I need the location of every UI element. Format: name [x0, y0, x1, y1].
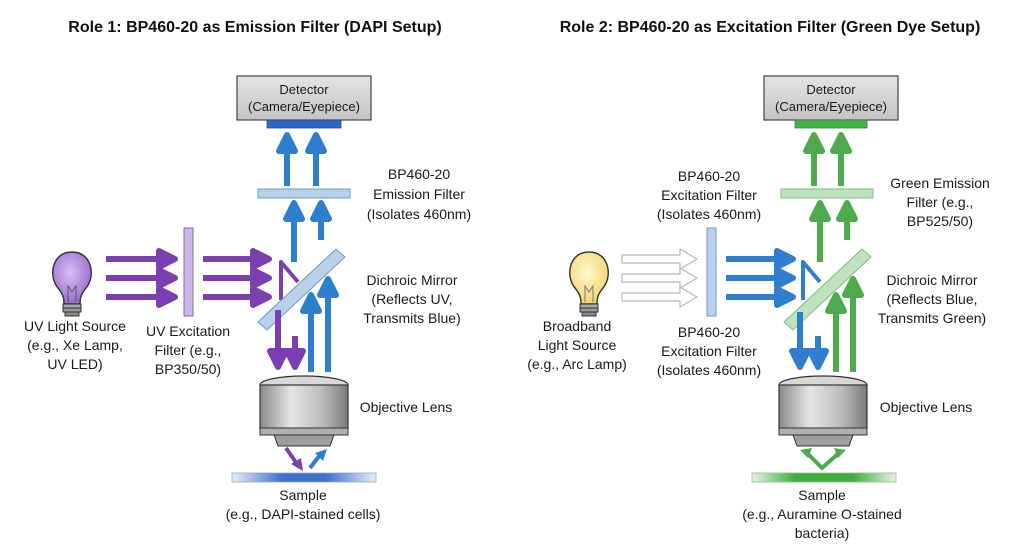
sample-1-sublabel: (e.g., DAPI-stained cells): [226, 506, 381, 522]
green-arrowhead-left-2: [800, 448, 812, 458]
svg-text:Dichroic Mirror: Dichroic Mirror: [887, 272, 978, 288]
detector-1-sublabel: (Camera/Eyepiece): [248, 99, 360, 114]
svg-text:Emission Filter: Emission Filter: [373, 186, 465, 202]
green-arrowhead-right-2: [834, 448, 846, 458]
blue-arrow-from-sample-1: [308, 453, 322, 470]
panel-role-2: Role 2: BP460-20 as Excitation Filter (G…: [527, 19, 990, 541]
blue-arrow-from-sample-head-1: [315, 449, 327, 461]
uv-light-bulb-icon: [52, 251, 92, 317]
broadband-light-source-label: Broadband Light Source (e.g., Arc Lamp): [527, 318, 627, 372]
green-emission-arrows-lower-2: [825, 276, 864, 372]
svg-text:Light Source: Light Source: [538, 337, 617, 353]
green-emission-arrows-middle-2: [809, 200, 858, 262]
svg-text:(e.g., Arc Lamp): (e.g., Arc Lamp): [527, 356, 627, 372]
panel-1-title: Role 1: BP460-20 as Emission Filter (DAP…: [68, 19, 441, 36]
panel-role-1: Role 1: BP460-20 as Emission Filter (DAP…: [24, 19, 471, 522]
uv-excitation-filter-label: UV Excitation Filter (e.g., BP350/50): [146, 323, 230, 377]
uv-reflection-marker: [279, 260, 300, 300]
svg-text:(Reflects UV,: (Reflects UV,: [371, 291, 452, 307]
emission-filter-1-label: BP460-20 Emission Filter (Isolates 460nm…: [367, 166, 471, 222]
white-light-arrows-2: [621, 248, 698, 308]
objective-lens-1-label: Objective Lens: [360, 399, 453, 415]
sample-slide-2: [751, 472, 897, 483]
panel-2-title: Role 2: BP460-20 as Excitation Filter (G…: [560, 19, 981, 36]
sample-2-label: Sample: [798, 487, 846, 503]
detector-1-label: Detector: [279, 82, 329, 97]
svg-text:Transmits Blue): Transmits Blue): [363, 310, 461, 326]
svg-text:Excitation Filter: Excitation Filter: [661, 343, 757, 359]
dichroic-mirror-2-label: Dichroic Mirror (Reflects Blue, Transmit…: [878, 272, 986, 326]
svg-text:BP460-20: BP460-20: [678, 168, 740, 184]
green-emission-arrows-upper-2: [803, 132, 852, 186]
green-arrows-from-sample-2: [804, 450, 842, 470]
broadband-light-bulb-icon: [569, 251, 609, 317]
green-emission-filter: [780, 188, 874, 199]
excitation-filter-bottom-label: BP460-20 Excitation Filter (Isolates 460…: [657, 324, 761, 378]
svg-text:Filter (e.g.,: Filter (e.g.,: [155, 342, 222, 358]
uv-arrow-to-sample-1: [284, 446, 299, 466]
detector-1: Detector (Camera/Eyepiece): [236, 75, 372, 129]
sample-slide-1: [231, 472, 377, 483]
green-emission-filter-label: Green Emission Filter (e.g., BP525/50): [890, 175, 990, 229]
uv-arrow-to-sample-head-1: [291, 458, 303, 471]
svg-text:BP460-20: BP460-20: [678, 324, 740, 340]
blue-emission-arrows-lower-1: [300, 276, 339, 372]
uv-excitation-arrows-right-1: [203, 248, 272, 308]
svg-text:UV LED): UV LED): [47, 356, 102, 372]
sample-2-sublabel-2: bacteria): [795, 525, 849, 541]
svg-text:(Isolates 460nm): (Isolates 460nm): [657, 206, 761, 222]
svg-text:Dichroic Mirror: Dichroic Mirror: [367, 272, 458, 288]
svg-text:UV Excitation: UV Excitation: [146, 323, 230, 339]
sample-2-sublabel: (e.g., Auramine O-stained: [742, 506, 902, 522]
svg-text:Green Emission: Green Emission: [890, 175, 990, 191]
blue-emission-arrows-middle-1: [283, 200, 332, 262]
uv-excitation-arrows-down-1: [267, 310, 306, 370]
svg-text:Transmits Green): Transmits Green): [878, 310, 986, 326]
detector-2-label: Detector: [806, 82, 856, 97]
svg-text:(Isolates 460nm): (Isolates 460nm): [657, 362, 761, 378]
svg-text:BP350/50): BP350/50): [155, 361, 221, 377]
dichroic-mirror-1: [257, 248, 346, 331]
svg-text:(Reflects Blue,: (Reflects Blue,: [886, 291, 977, 307]
blue-reflection-marker: [801, 260, 822, 300]
uv-excitation-filter: [183, 227, 194, 317]
svg-text:(e.g., Xe Lamp,: (e.g., Xe Lamp,: [27, 337, 123, 353]
svg-text:BP525/50): BP525/50): [907, 213, 973, 229]
objective-lens-2: [778, 375, 868, 447]
svg-text:Filter (e.g.,: Filter (e.g.,: [907, 194, 974, 210]
sample-1-label: Sample: [279, 487, 327, 503]
detector-2-sublabel: (Camera/Eyepiece): [775, 99, 887, 114]
svg-text:BP460-20: BP460-20: [388, 166, 450, 182]
detector-2: Detector (Camera/Eyepiece): [763, 75, 899, 129]
uv-light-source-label: UV Light Source (e.g., Xe Lamp, UV LED): [24, 318, 126, 372]
uv-excitation-arrows-left-1: [106, 248, 178, 308]
objective-lens-1: [259, 375, 349, 447]
svg-text:Excitation Filter: Excitation Filter: [661, 187, 757, 203]
dichroic-mirror-2: [783, 248, 872, 331]
emission-filter-1: [257, 188, 351, 199]
svg-text:(Isolates 460nm): (Isolates 460nm): [367, 206, 471, 222]
bp460-excitation-filter: [706, 227, 717, 317]
svg-text:UV Light Source: UV Light Source: [24, 318, 126, 334]
excitation-filter-top-label: BP460-20 Excitation Filter (Isolates 460…: [657, 168, 761, 222]
svg-text:Broadband: Broadband: [543, 318, 612, 334]
blue-excitation-arrows-down-2: [789, 312, 829, 370]
blue-excitation-arrows-2: [726, 248, 796, 308]
objective-lens-2-label: Objective Lens: [880, 399, 973, 415]
blue-emission-arrows-upper-1: [276, 132, 327, 186]
dichroic-mirror-1-label: Dichroic Mirror (Reflects UV, Transmits …: [363, 272, 461, 326]
